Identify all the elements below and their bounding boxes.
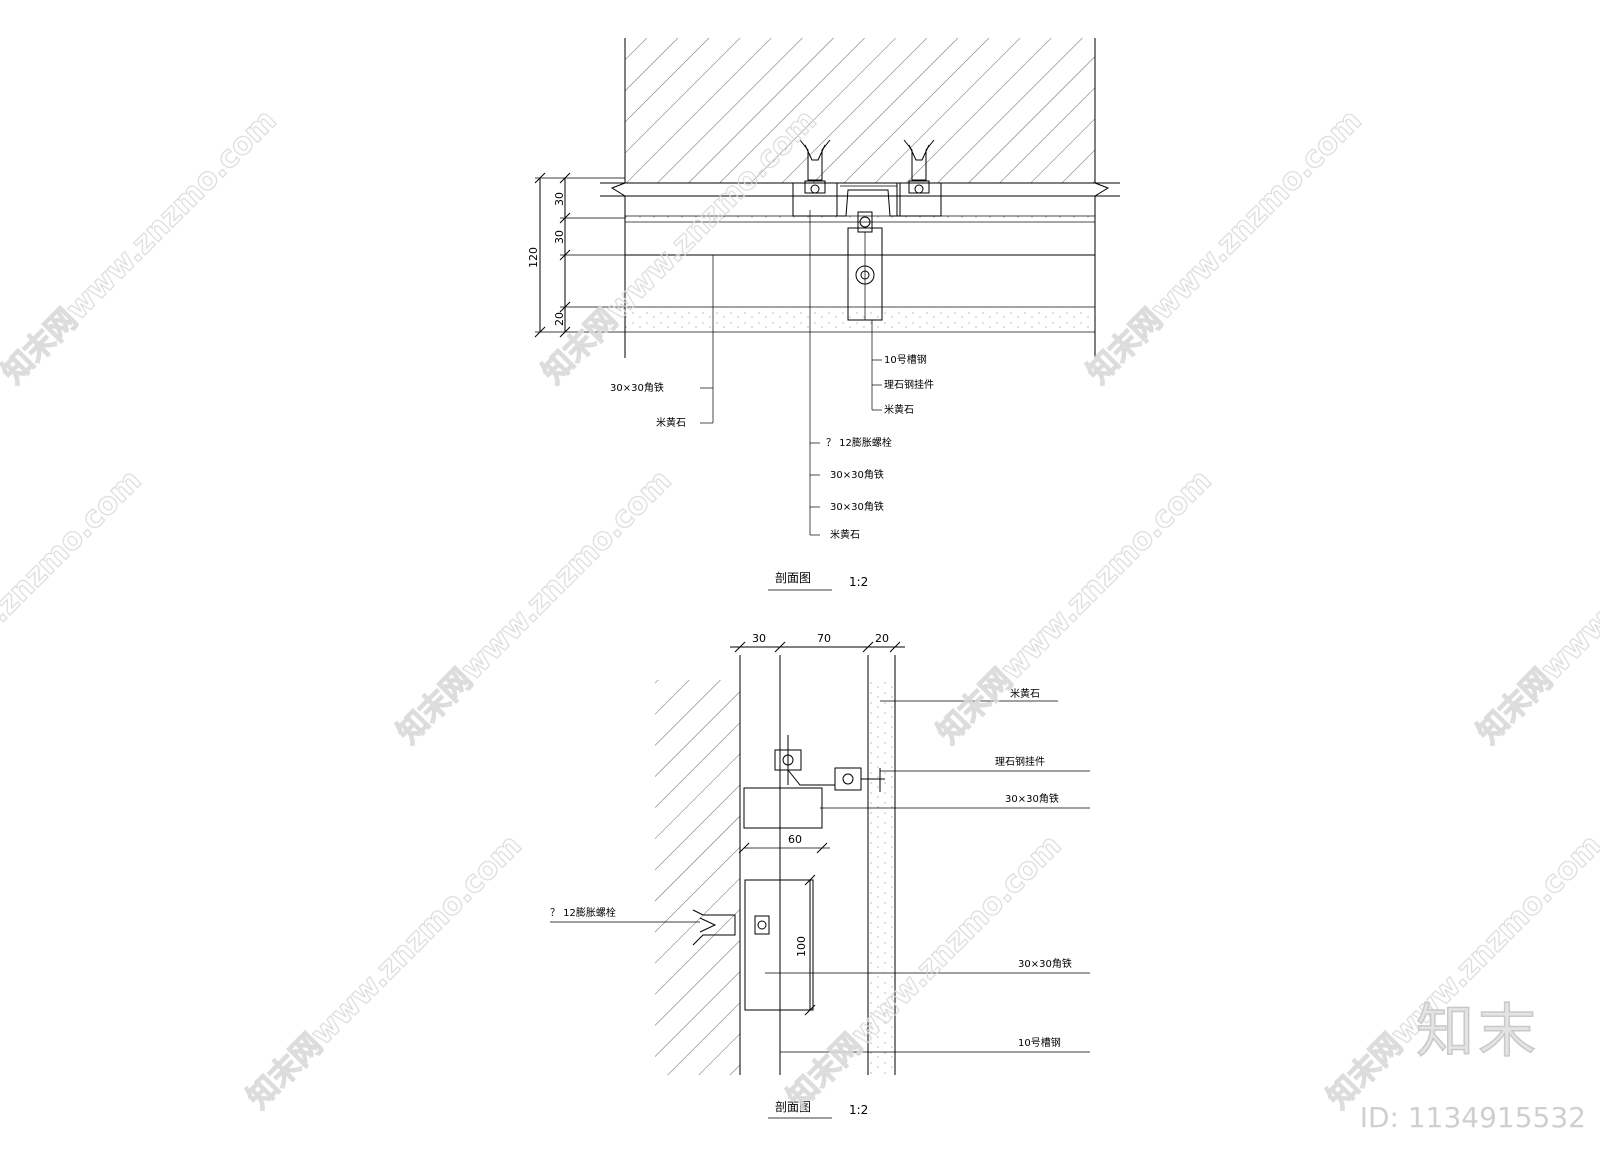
top-label-bolt: ？ 12膨胀螺栓 <box>826 436 892 449</box>
top-channel-steel <box>836 182 901 217</box>
top-dim-30-a: 30 <box>553 192 566 206</box>
bottom-dim-100: 100 <box>795 936 808 957</box>
top-dim-20: 20 <box>553 312 566 326</box>
top-dim-30-b: 30 <box>553 230 566 244</box>
bottom-section-scale: 1:2 <box>849 1103 868 1117</box>
bottom-label-angle-a: 30×30角铁 <box>1005 792 1059 805</box>
watermark-text: 知末网www.znzmo.com <box>0 463 149 751</box>
watermark-text: 知末网www.znzmo.com <box>0 103 284 391</box>
bottom-section-title: 剖面图 <box>775 1100 811 1114</box>
watermark-text: 知末网www.znzmo.com <box>241 828 529 1116</box>
bottom-label-bolt: ？ 12膨胀螺栓 <box>550 906 616 919</box>
image-id: ID: 1134915532 <box>1359 1101 1586 1134</box>
watermark-text: 知末网www.znzmo.com <box>781 828 1069 1116</box>
bottom-stone-panel <box>868 680 895 1075</box>
top-label-angle-b: 30×30角铁 <box>830 500 884 513</box>
watermark-text: 知末网www.znzmo.com <box>1081 103 1369 391</box>
top-section-title: 剖面图 <box>775 571 811 585</box>
bottom-section: 30 70 20 60 10 <box>550 632 1090 1119</box>
brand-logo: 知末 <box>1415 996 1540 1066</box>
top-section-scale: 1:2 <box>849 575 868 589</box>
top-stone-hanger <box>847 211 883 321</box>
watermark-text: 知末网www.znzmo.com <box>1471 463 1600 751</box>
top-label-hanger: 理石钢挂件 <box>884 378 934 391</box>
top-label-stone: 米黄石 <box>884 403 914 416</box>
top-concrete-wall <box>625 38 1095 183</box>
bottom-anchor-bolt <box>692 879 814 1011</box>
top-label-angle-a: 30×30角铁 <box>830 468 884 481</box>
top-label-stone-left: 米黄石 <box>656 416 686 429</box>
bottom-dim-60: 60 <box>788 833 802 846</box>
top-dim-120: 120 <box>527 247 540 268</box>
top-label-stone-bottom: 米黄石 <box>830 528 860 541</box>
bottom-concrete-wall <box>655 680 740 1075</box>
top-label-angle-left: 30×30角铁 <box>610 381 664 394</box>
bottom-hanger-assembly <box>743 735 885 829</box>
bottom-label-hanger: 理石钢挂件 <box>995 755 1045 768</box>
watermark-text: 知末网www.znzmo.com <box>931 463 1219 751</box>
bottom-label-angle-b: 30×30角铁 <box>1018 957 1072 970</box>
bottom-label-channel-steel: 10号槽钢 <box>1018 1036 1061 1049</box>
top-section: 30 30 120 20 10号槽钢 理石钢挂件 米黄石 30×30角铁 米黄石… <box>527 38 1120 591</box>
bottom-dim-70: 70 <box>817 632 831 645</box>
bottom-dim-20: 20 <box>875 632 889 645</box>
bottom-label-stone: 米黄石 <box>1010 687 1040 700</box>
watermark-text: 知末网www.znzmo.com <box>1321 828 1600 1116</box>
bottom-dim-30: 30 <box>752 632 766 645</box>
watermark-text: 知末网www.znzmo.com <box>391 463 679 751</box>
top-dimension-chain <box>534 172 625 338</box>
top-anchor-right <box>896 139 942 217</box>
top-label-channel-steel: 10号槽钢 <box>884 353 927 366</box>
